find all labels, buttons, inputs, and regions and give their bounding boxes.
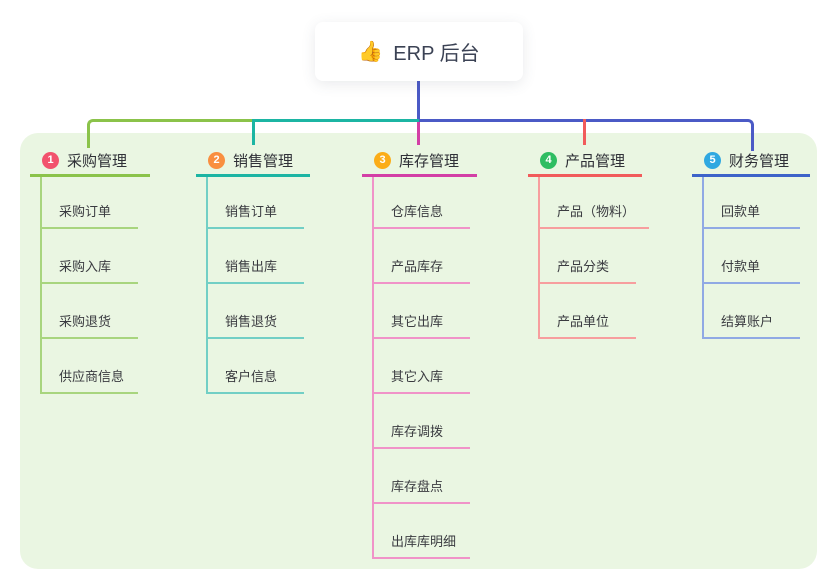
- branch-number-badge: 2: [208, 151, 225, 169]
- root-node[interactable]: 👍 ERP 后台: [315, 22, 523, 81]
- child-node[interactable]: 采购入库: [42, 229, 138, 284]
- branch-4-drop-line: [583, 119, 586, 145]
- branch-column: 4 产品管理 产品（物料）产品分类产品单位: [528, 146, 650, 339]
- branch-children: 采购订单采购入库采购退货供应商信息: [40, 177, 150, 394]
- child-node[interactable]: 供应商信息: [42, 339, 139, 394]
- child-node[interactable]: 其它出库: [374, 284, 470, 339]
- trunk-middle-segment: [252, 119, 419, 122]
- branch-label: 产品管理: [565, 152, 626, 170]
- child-node[interactable]: 采购退货: [42, 284, 138, 339]
- trunk-right-segment: [419, 119, 754, 151]
- branch-children: 仓库信息产品库存其它出库其它入库库存调拨库存盘点出库库明细: [372, 177, 477, 559]
- child-node[interactable]: 产品分类: [540, 229, 636, 284]
- branch-column: 1 采购管理 采购订单采购入库采购退货供应商信息: [30, 146, 150, 394]
- child-node[interactable]: 仓库信息: [374, 177, 470, 229]
- child-node[interactable]: 回款单: [704, 177, 800, 229]
- branch-number-badge: 1: [42, 151, 59, 169]
- child-node[interactable]: 付款单: [704, 229, 800, 284]
- child-node[interactable]: 结算账户: [704, 284, 800, 339]
- child-node[interactable]: 产品库存: [374, 229, 470, 284]
- child-node[interactable]: 出库库明细: [374, 504, 471, 559]
- child-node[interactable]: 客户信息: [208, 339, 304, 394]
- branch-label: 库存管理: [399, 152, 460, 170]
- branch-children: 产品（物料）产品分类产品单位: [538, 177, 650, 339]
- branch-header[interactable]: 1 采购管理: [30, 146, 150, 177]
- branch-number-badge: 4: [540, 151, 557, 169]
- root-connector-line: [417, 81, 420, 122]
- child-node[interactable]: 库存盘点: [374, 449, 470, 504]
- child-node[interactable]: 库存调拨: [374, 394, 470, 449]
- branch-label: 采购管理: [67, 152, 128, 170]
- root-title: ERP 后台: [393, 43, 480, 65]
- child-node[interactable]: 销售出库: [208, 229, 304, 284]
- child-node[interactable]: 产品（物料）: [540, 177, 650, 229]
- branch-label: 财务管理: [729, 152, 790, 170]
- branch-children: 回款单付款单结算账户: [702, 177, 810, 339]
- branch-number-badge: 3: [374, 151, 391, 169]
- child-node[interactable]: 销售退货: [208, 284, 304, 339]
- branch-header[interactable]: 4 产品管理: [528, 146, 642, 177]
- child-node[interactable]: 采购订单: [42, 177, 138, 229]
- child-node[interactable]: 销售订单: [208, 177, 304, 229]
- thumbs-up-icon: 👍: [358, 40, 384, 63]
- branch-header[interactable]: 3 库存管理: [362, 146, 477, 177]
- child-node[interactable]: 产品单位: [540, 284, 636, 339]
- child-node[interactable]: 其它入库: [374, 339, 470, 394]
- branches-panel: [20, 133, 817, 569]
- branch-label: 销售管理: [233, 152, 294, 170]
- trunk-left-segment: [87, 119, 255, 148]
- branch-column: 2 销售管理 销售订单销售出库销售退货客户信息: [196, 146, 310, 394]
- branch-children: 销售订单销售出库销售退货客户信息: [206, 177, 310, 394]
- branch-column: 3 库存管理 仓库信息产品库存其它出库其它入库库存调拨库存盘点出库库明细: [362, 146, 477, 559]
- branch-number-badge: 5: [704, 151, 721, 169]
- branch-2-drop-line: [252, 119, 255, 145]
- branch-header[interactable]: 5 财务管理: [692, 146, 810, 177]
- branch-3-drop-line: [417, 122, 420, 145]
- branch-header[interactable]: 2 销售管理: [196, 146, 310, 177]
- branch-column: 5 财务管理 回款单付款单结算账户: [692, 146, 810, 339]
